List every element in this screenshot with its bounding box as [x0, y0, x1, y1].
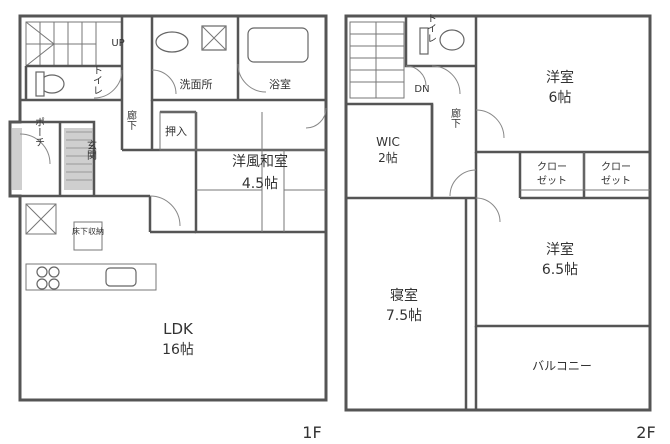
stair-label-1f: UP — [111, 38, 124, 49]
floor-label-1f: 1F — [302, 423, 321, 442]
room-size-closet-1: ゼット — [537, 175, 567, 187]
room-label-rouka-2f: 廊下 — [449, 107, 461, 129]
room-label-closet-2: クロー — [601, 161, 631, 173]
stair-label-2f: DN — [414, 84, 429, 95]
room-size-youshitsu6: 6帖 — [549, 90, 572, 106]
room-label-oshiire: 押入 — [165, 124, 187, 138]
room-size-ldk: 16帖 — [162, 342, 194, 358]
room-size-youshitsu65: 6.5帖 — [542, 262, 578, 278]
stairs-2f — [349, 21, 405, 99]
room-label-yukashita: 床下収納 — [72, 226, 104, 236]
room-label-wic: WIC — [376, 135, 400, 149]
room-label-closet-1: クロー — [537, 161, 567, 173]
room-size-wic: 2帖 — [378, 150, 398, 165]
room-size-shinshitsu: 7.5帖 — [386, 308, 422, 324]
room-label-ldk: LDK — [163, 320, 194, 338]
floor-label-2f: 2F — [636, 423, 655, 442]
room-label-rouka-1f: 廊下 — [125, 109, 137, 131]
room-label-youshitsu65: 洋室 — [546, 241, 574, 258]
room-label-toilet-1f: トイレ — [91, 65, 103, 95]
stairs-1f — [25, 21, 123, 67]
room-label-toilet-2f: トイレ — [425, 13, 437, 43]
room-label-youshitsu6: 洋室 — [546, 69, 574, 86]
floor-1f: LDK 16帖 洋風和室 4.5帖 洗面所 浴室 トイレ 廊下 玄関 ポーチ 押… — [8, 14, 328, 442]
room-label-porch: ポーチ — [33, 117, 45, 147]
room-label-yokushitsu: 浴室 — [269, 77, 291, 91]
room-label-balcony: バルコニー — [532, 359, 592, 373]
room-label-washitsu: 洋風和室 — [232, 153, 288, 170]
room-label-genkan: 玄関 — [85, 139, 97, 161]
room-label-shinshitsu: 寝室 — [390, 287, 418, 304]
floor-2f: 洋室 6帖 洋室 6.5帖 寝室 7.5帖 WIC 2帖 廊下 トイレ クロー … — [344, 13, 656, 442]
room-size-washitsu: 4.5帖 — [242, 176, 278, 192]
room-size-closet-2: ゼット — [601, 175, 631, 187]
room-label-senmen: 洗面所 — [180, 78, 213, 91]
